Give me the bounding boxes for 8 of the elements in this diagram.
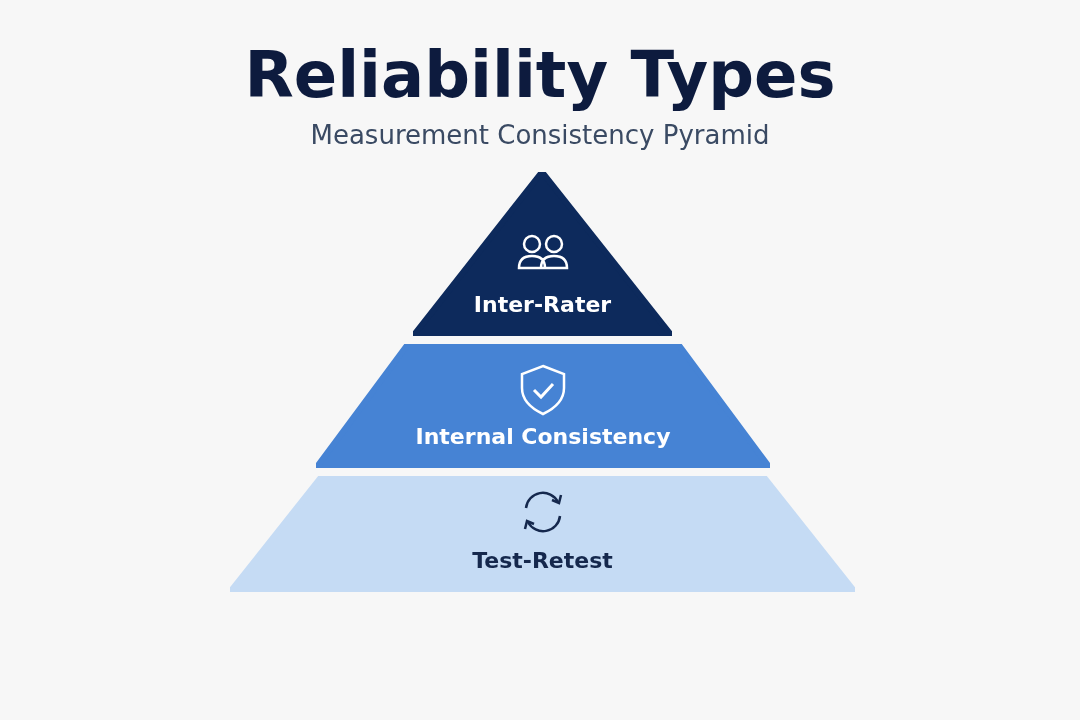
tier-label: Inter-Rater bbox=[473, 292, 612, 317]
pyramid-tier bbox=[413, 172, 672, 336]
pyramid-tier bbox=[230, 476, 855, 592]
tier-label: Internal Consistency bbox=[415, 424, 671, 449]
title: Reliability Types bbox=[244, 38, 836, 112]
tier-label: Test-Retest bbox=[472, 548, 613, 573]
pyramid-tier bbox=[316, 344, 770, 468]
subtitle: Measurement Consistency Pyramid bbox=[310, 120, 770, 150]
